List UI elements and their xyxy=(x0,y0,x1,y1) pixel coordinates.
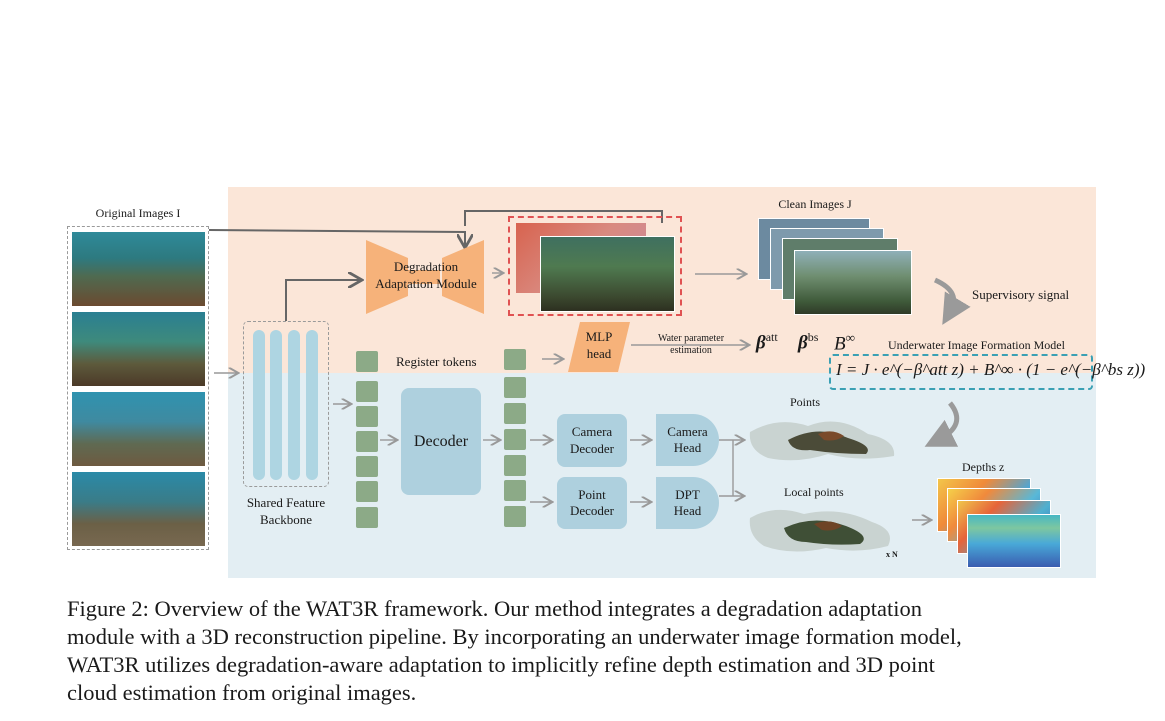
backbone-layer xyxy=(270,330,282,480)
caption-line-3: WAT3R utilizes degradation-aware adaptat… xyxy=(67,652,935,677)
original-images-frame xyxy=(67,226,209,550)
water-param-label: Water parameter estimation xyxy=(636,333,746,357)
original-image-1 xyxy=(71,231,206,307)
backbone-layer xyxy=(288,330,300,480)
original-image-3 xyxy=(71,391,206,467)
register-token xyxy=(504,349,526,370)
backbone-layer xyxy=(253,330,265,480)
beta-att-symbol: β xyxy=(756,332,766,354)
decoder-block: Decoder xyxy=(401,388,481,495)
caption-line-1: Figure 2: Overview of the WAT3R framewor… xyxy=(67,596,922,621)
formation-formula: I = J · e^(−β^att z) + B^∞ · (1 − e^(−β^… xyxy=(836,360,1146,379)
clean-images-label: Clean Images J xyxy=(778,197,852,211)
beta-bs-symbol: β xyxy=(798,332,808,354)
decoded-token xyxy=(504,403,526,424)
degradation-module-shape xyxy=(366,240,484,314)
local-points-cloud xyxy=(749,509,890,552)
local-points-label: Local points xyxy=(784,485,844,499)
camera-decoder-line2: Decoder xyxy=(569,440,615,456)
water-param-line2: estimation xyxy=(670,345,712,356)
water-param-line1: Water parameter xyxy=(657,333,725,344)
dpt-head-line1: DPT xyxy=(675,486,700,502)
feature-token xyxy=(356,507,378,528)
points-label: Points xyxy=(790,395,821,409)
degradation-module-label: Degradation Adaptation Module xyxy=(360,259,492,293)
beta-bs-sup: bs xyxy=(807,330,819,344)
backbone-label: Shared Feature Backbone xyxy=(228,495,344,529)
feature-token xyxy=(356,431,378,452)
beta-att-sup: att xyxy=(765,330,778,344)
figure-caption: Figure 2: Overview of the WAT3R framewor… xyxy=(67,595,1097,707)
dpt-head-line2: Head xyxy=(673,503,702,518)
backbone-label-line2: Backbone xyxy=(260,511,312,527)
depths-label: Depths z xyxy=(962,460,1005,474)
points-cloud xyxy=(749,421,895,461)
mlp-label-line1: MLP xyxy=(585,329,613,344)
supervisory-signal-label: Supervisory signal xyxy=(972,287,1070,302)
register-tokens-label: Register tokens xyxy=(396,354,477,369)
register-token xyxy=(356,351,378,372)
depth-map-4 xyxy=(967,514,1061,568)
b-inf-sup: ∞ xyxy=(845,330,855,345)
backbone-layer xyxy=(306,330,318,480)
degraded-image-front xyxy=(540,236,675,312)
beta-att: βatt xyxy=(756,330,778,354)
decoded-token xyxy=(504,506,526,527)
formula-frame xyxy=(829,354,1093,390)
beta-bs: βbs xyxy=(798,330,818,354)
b-infinity: B∞ xyxy=(834,330,855,355)
formation-model-label: Underwater Image Formation Model xyxy=(888,338,1065,352)
camera-head-line2: Head xyxy=(673,440,702,455)
feature-token xyxy=(356,381,378,402)
original-image-4 xyxy=(71,471,206,547)
decoded-token xyxy=(504,429,526,450)
mlp-head-shape xyxy=(568,322,630,372)
original-image-2 xyxy=(71,311,206,387)
caption-line-2: module with a 3D reconstruction pipeline… xyxy=(67,624,962,649)
original-images-label: Original Images I xyxy=(95,206,181,220)
camera-decoder-line1: Camera xyxy=(571,424,613,440)
decoded-token xyxy=(504,480,526,501)
degradation-label-line1: Degradation xyxy=(393,259,459,274)
point-decoder-line1: Point xyxy=(578,486,606,502)
backbone-label-line1: Shared Feature xyxy=(246,495,326,510)
b-inf-symbol: B xyxy=(834,333,846,355)
camera-head-line1: Camera xyxy=(667,423,708,439)
mlp-head-label: MLP head xyxy=(568,329,630,363)
xn-label: x N xyxy=(886,550,898,559)
degraded-images-frame xyxy=(508,216,682,316)
feature-token xyxy=(356,406,378,427)
clean-image-stack-4 xyxy=(794,250,912,315)
degradation-label-line2: Adaptation Module xyxy=(375,275,477,291)
decoded-token xyxy=(504,377,526,398)
mlp-label-line2: head xyxy=(586,345,612,361)
decoded-token xyxy=(504,455,526,476)
point-decoder-line2: Decoder xyxy=(569,503,615,518)
caption-line-4: cloud estimation from original images. xyxy=(67,680,417,705)
feature-token xyxy=(356,481,378,502)
feature-token xyxy=(356,456,378,477)
shared-feature-backbone xyxy=(243,321,329,487)
